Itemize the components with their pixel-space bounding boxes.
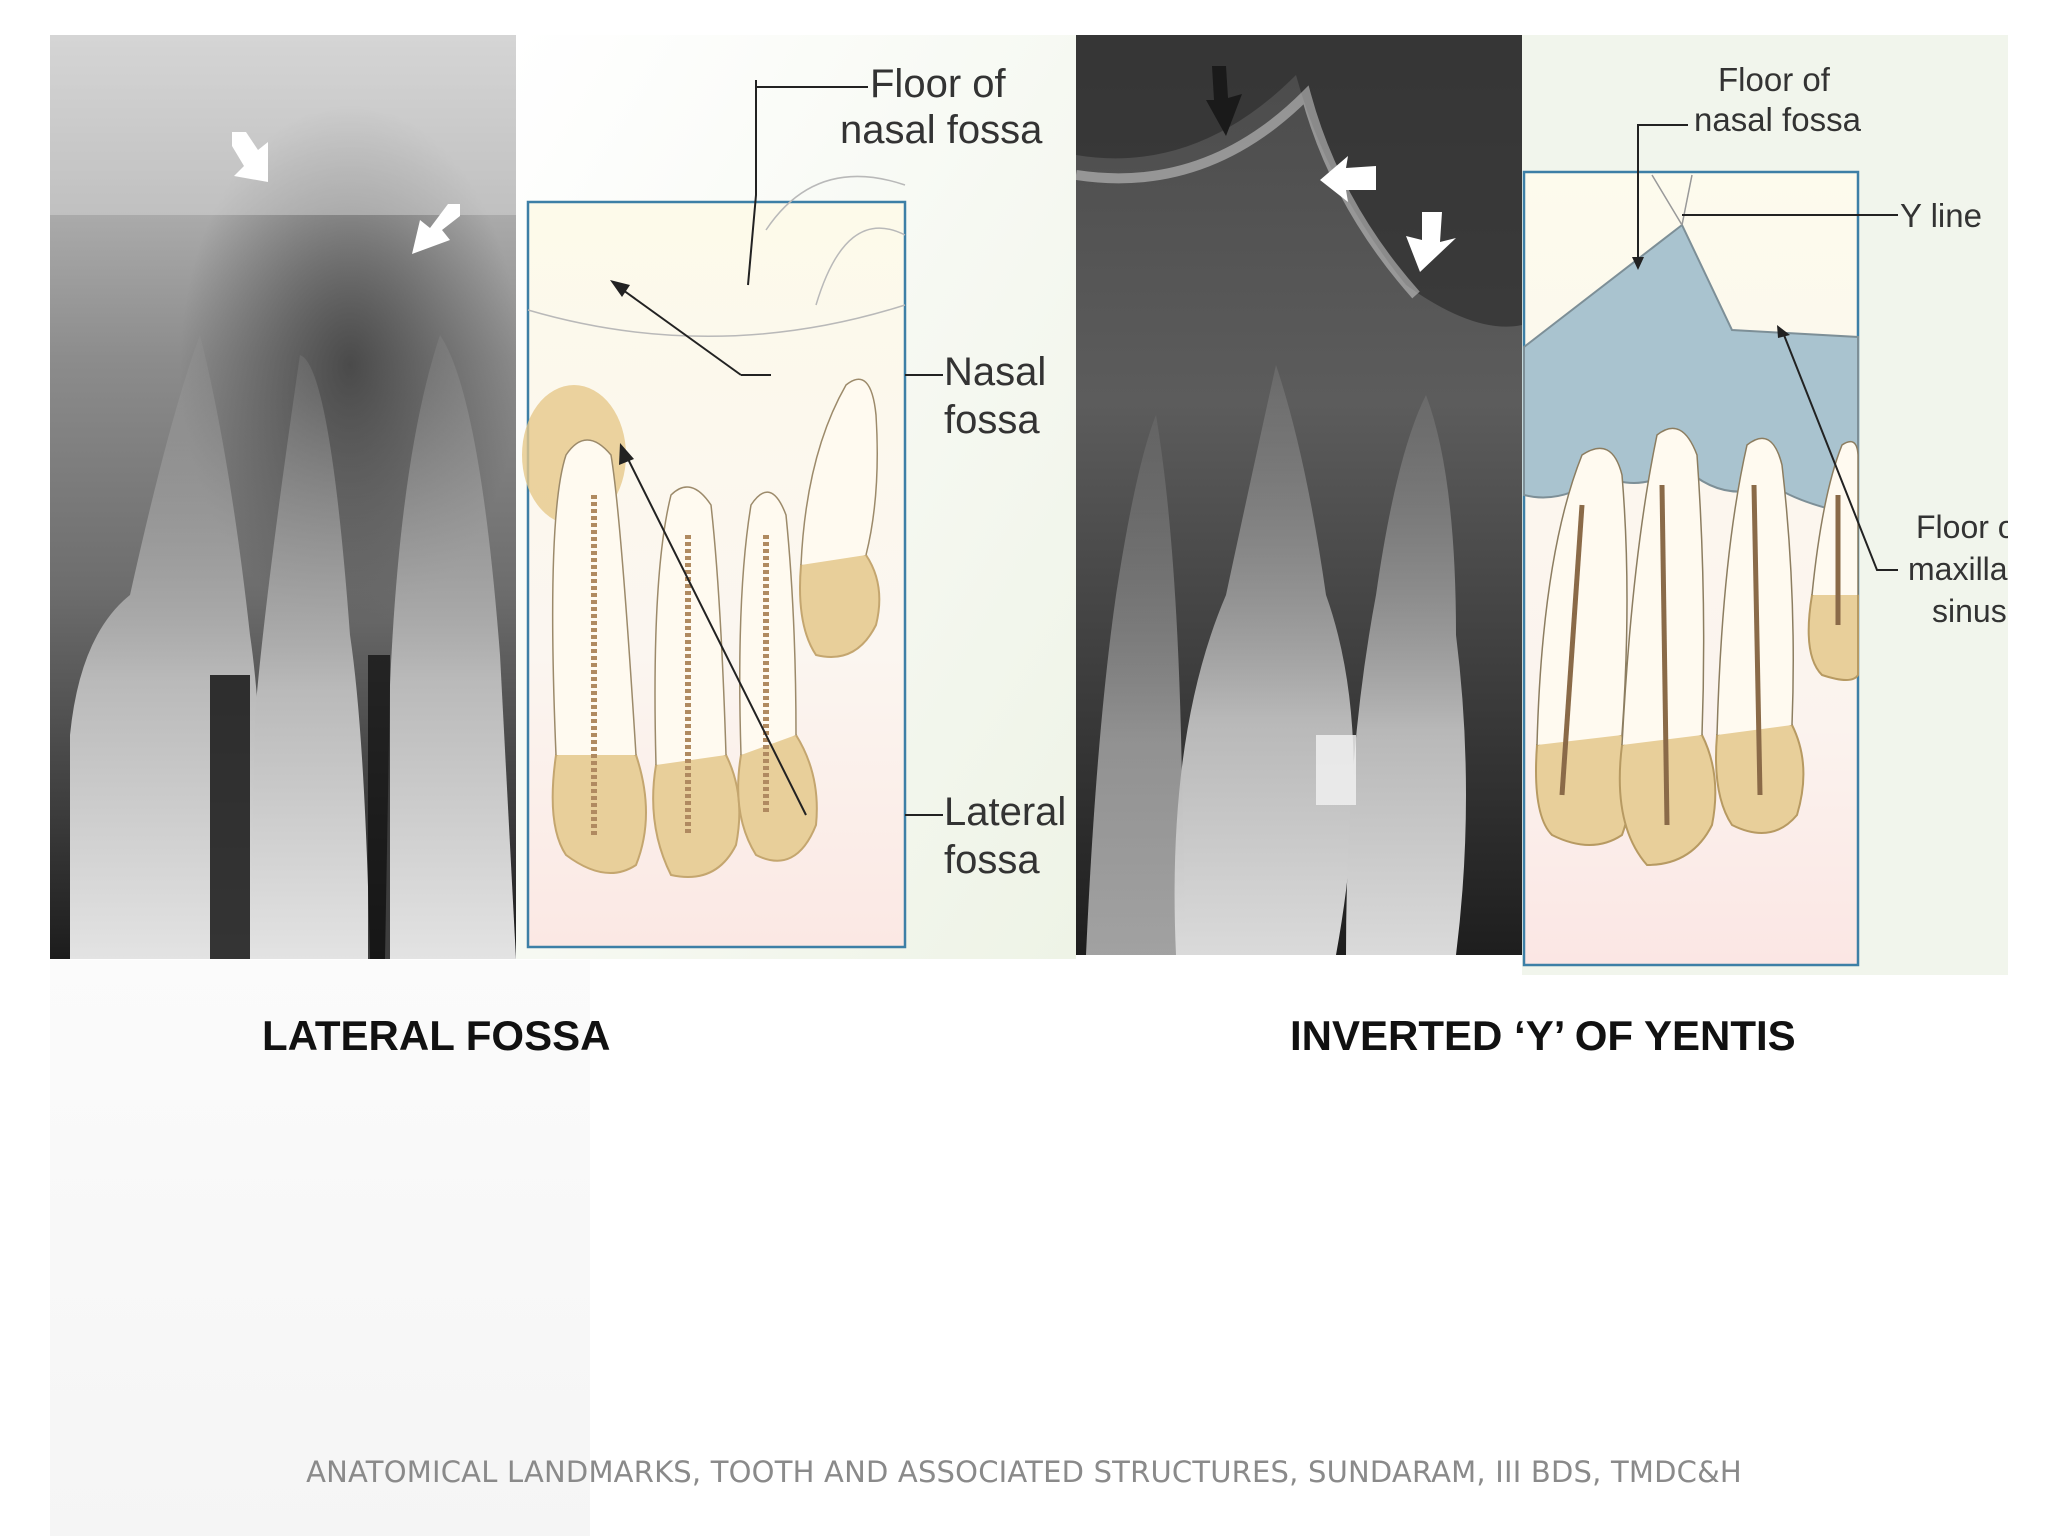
label-floor-maxillary-sinus-line3: sinus bbox=[1932, 593, 2007, 629]
white-arrow-icon bbox=[232, 132, 268, 182]
caption-lateral-fossa: LATERAL FOSSA bbox=[262, 1012, 611, 1059]
diagram-lateral-fossa bbox=[516, 35, 1076, 959]
label-y-line: Y line bbox=[1900, 197, 1982, 234]
label-r-floor-nasal-fossa-line2: nasal fossa bbox=[1694, 101, 1862, 138]
xray-lateral-fossa bbox=[50, 35, 516, 959]
white-arrow-icon bbox=[1320, 156, 1376, 202]
label-nasal-fossa-line1: Nasal bbox=[944, 350, 1046, 394]
label-lateral-fossa-line1: Lateral bbox=[944, 790, 1066, 834]
diagram-inverted-y bbox=[1522, 35, 2008, 975]
caption-inverted-y: INVERTED ‘Y’ OF YENTIS bbox=[1290, 1012, 1796, 1059]
label-nasal-fossa-line2: fossa bbox=[944, 398, 1040, 442]
footer-credit: ANATOMICAL LANDMARKS, TOOTH AND ASSOCIAT… bbox=[306, 1455, 1742, 1489]
white-arrow-icon bbox=[1406, 212, 1456, 272]
label-floor-maxillary-sinus-line1: Floor of bbox=[1916, 509, 2008, 545]
white-arrow-icon bbox=[412, 204, 460, 254]
label-lateral-fossa-line2: fossa bbox=[944, 838, 1040, 882]
diagram-inverted-y-labels: Floor of nasal fossa Y line Floor of max… bbox=[1694, 61, 2008, 629]
label-r-floor-nasal-fossa-line1: Floor of bbox=[1718, 61, 1831, 98]
diagram-lateral-fossa-labels: Floor of nasal fossa Nasal fossa Lateral… bbox=[756, 62, 1066, 882]
label-floor-maxillary-sinus-line2: maxillary bbox=[1908, 551, 2008, 587]
label-floor-nasal-fossa-line1: Floor of bbox=[870, 62, 1006, 106]
xray-inverted-y bbox=[1076, 35, 1522, 955]
background-panel bbox=[50, 960, 590, 1536]
label-floor-nasal-fossa-line2: nasal fossa bbox=[840, 108, 1043, 152]
black-arrow-icon bbox=[1206, 66, 1242, 136]
